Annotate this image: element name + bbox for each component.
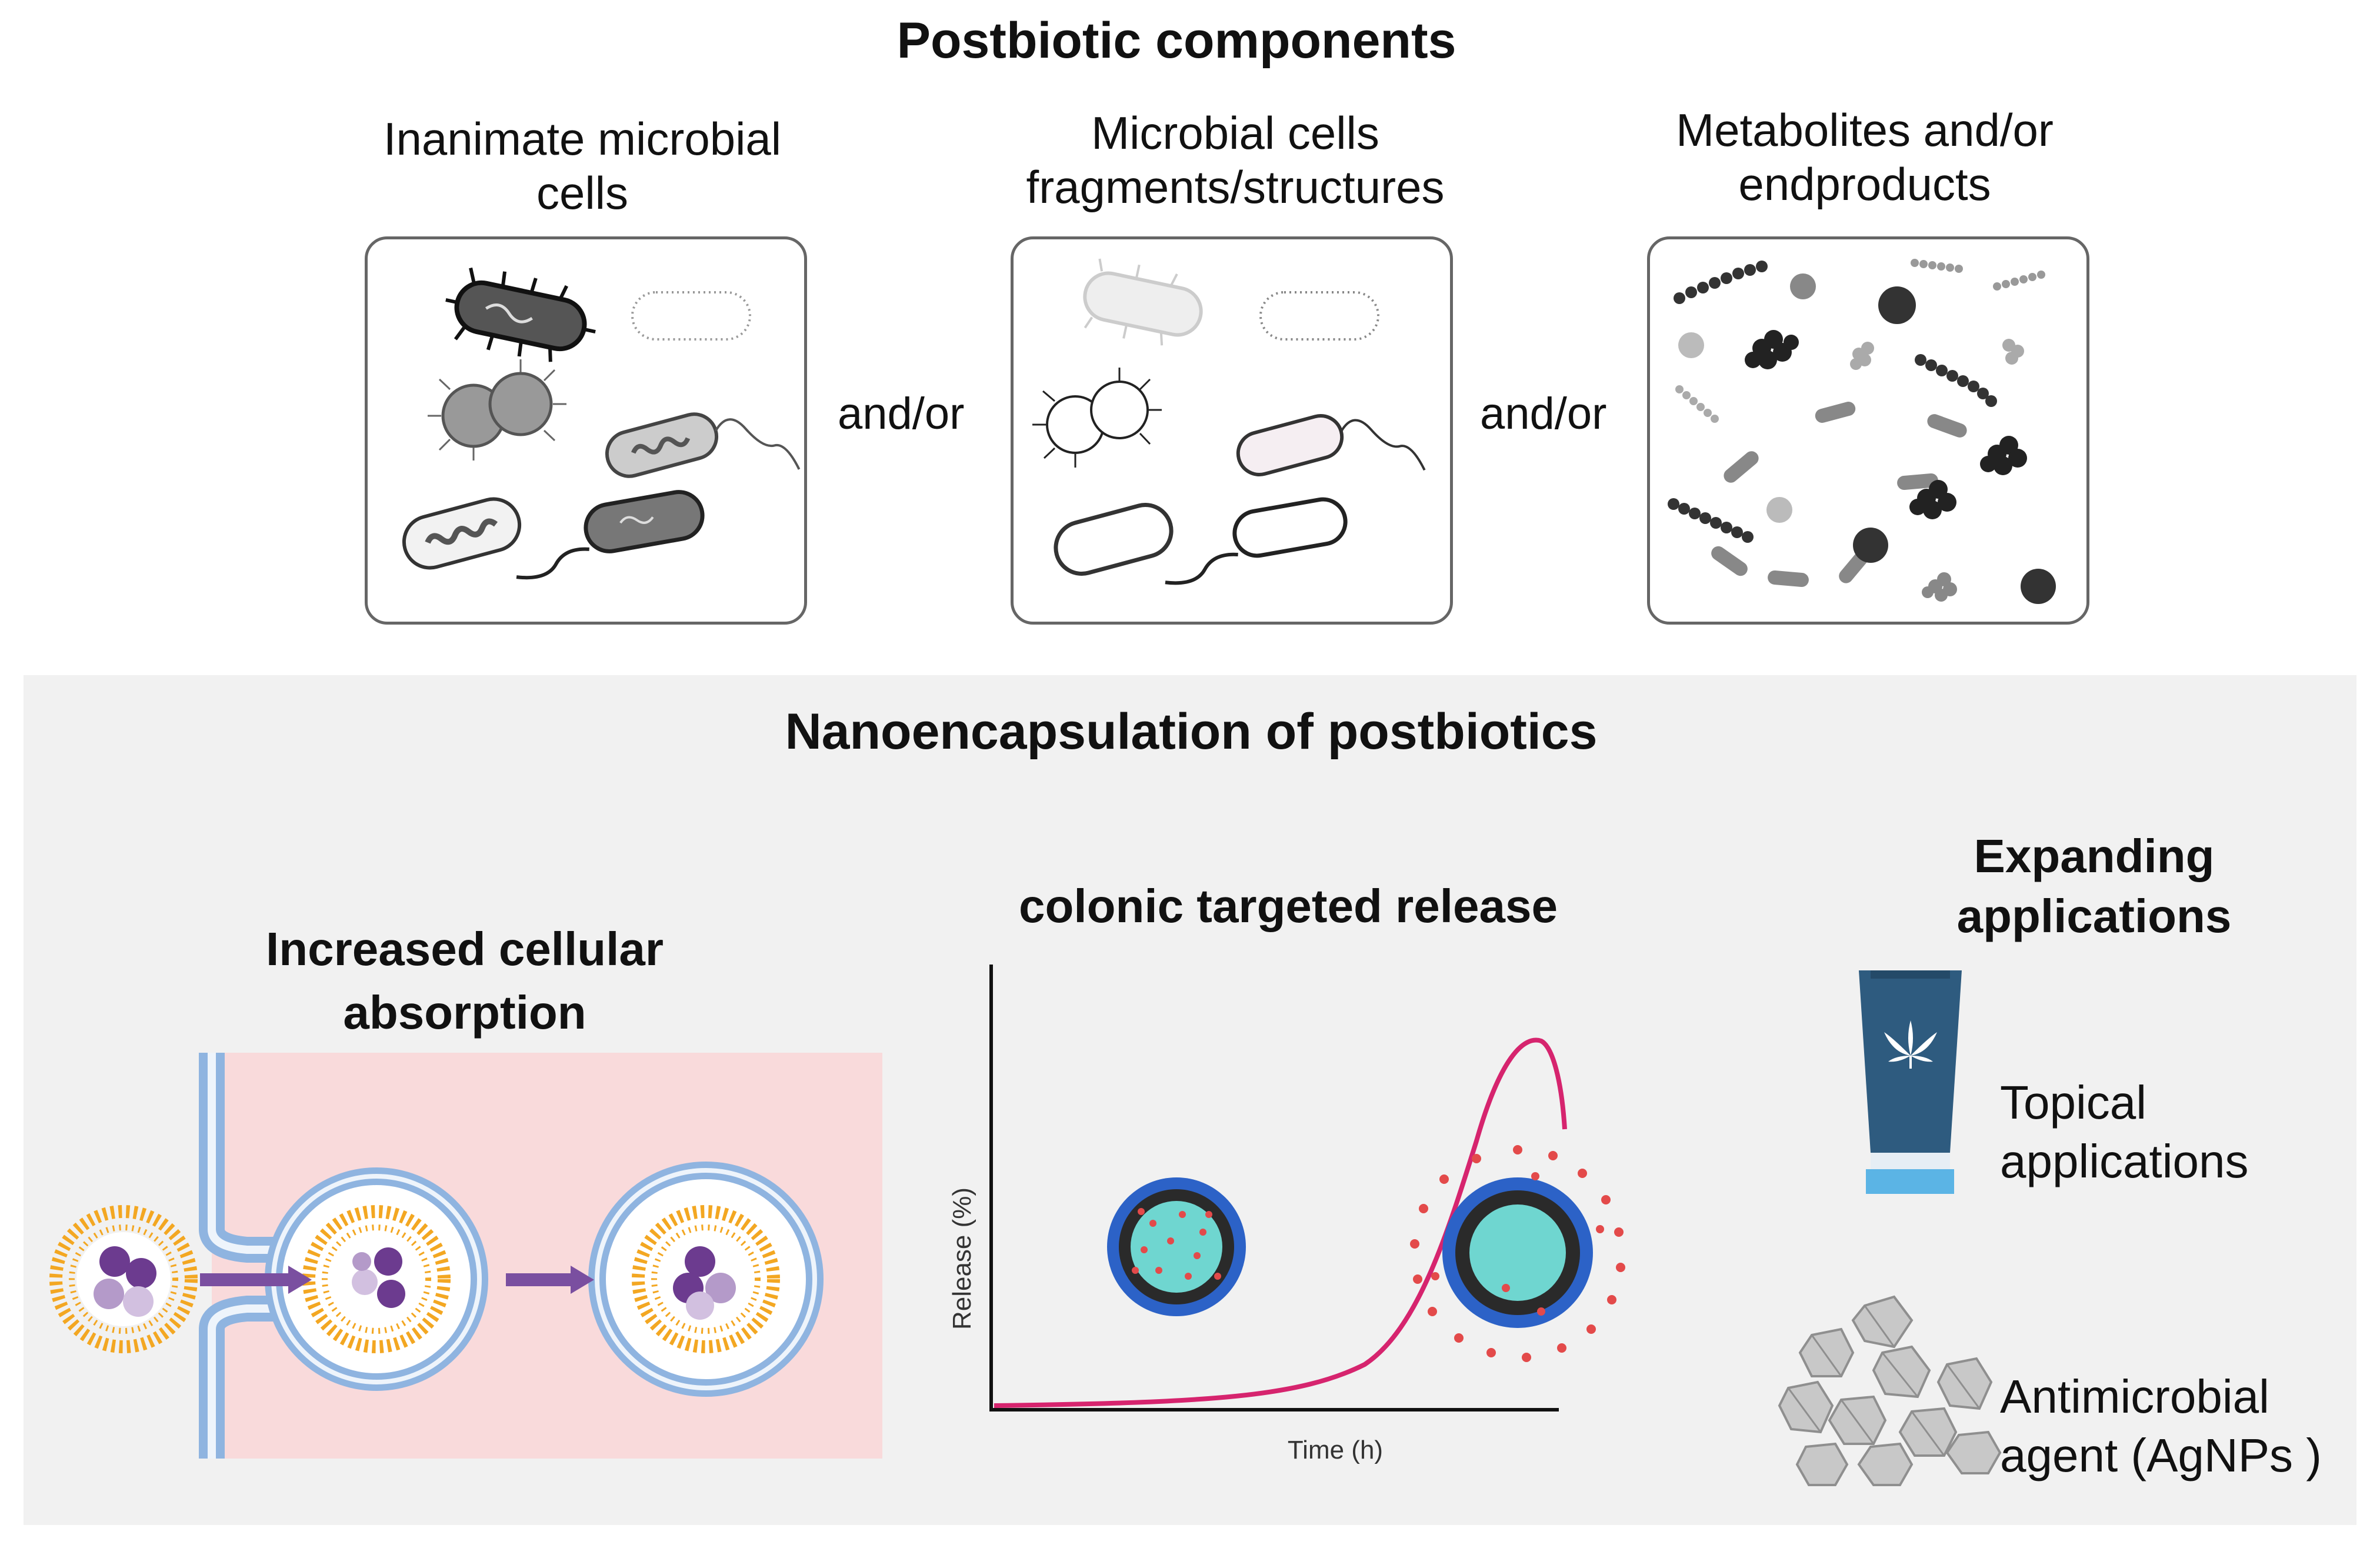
empty-flagellated-bacterium-icon <box>1236 414 1426 476</box>
flagellated-bacterium-icon <box>605 412 801 478</box>
capsule-bacterium-icon <box>402 497 522 570</box>
peptide-chain-3-icon <box>1668 498 1754 543</box>
category-label-cell-fragments: Microbial cells fragments/structures <box>1026 107 1445 213</box>
inanimate-cells-illustration <box>402 267 801 580</box>
uptake-arrow-1-icon <box>200 1266 312 1294</box>
empty-rod-with-tail-icon <box>1165 497 1348 585</box>
absorption-title: Increased cellular absorption <box>266 923 664 1039</box>
faded-rod-bacterium-icon <box>631 291 751 341</box>
faded-chain-icon <box>1911 259 2045 291</box>
release-curve <box>994 1037 1567 1408</box>
release-y-axis-label: Release (%) <box>948 1187 976 1330</box>
metabolites-illustration <box>1668 259 2056 604</box>
dark-rod-bacterium-icon <box>516 490 705 580</box>
molecule-sphere-dark-icon <box>1878 286 1916 324</box>
silver-nanoparticles-icon <box>1778 1295 2002 1486</box>
and-or-connector-2: and/or <box>1480 389 1607 439</box>
and-or-connector-1: and/or <box>838 389 965 439</box>
protein-cluster-2-icon <box>1909 436 2027 519</box>
light-protein-cluster-2-icon <box>1922 572 1957 602</box>
peptide-chain-icon <box>1674 261 1768 304</box>
uptake-arrow-2-icon <box>506 1266 594 1294</box>
release-chart: Release (%) Time (h) <box>948 965 1625 1464</box>
cell-fragments-panel <box>1011 236 1453 625</box>
liposome-internalized <box>638 1212 774 1347</box>
inanimate-cells-panel <box>365 236 807 625</box>
postbiotic-components-title: Postbiotic components <box>896 12 1456 69</box>
empty-capsule-icon <box>1054 503 1174 576</box>
light-protein-cluster-icon <box>1850 339 2024 370</box>
category-label-inanimate-cells: Inanimate microbial cells <box>383 113 782 219</box>
molecule-sphere-light-icon <box>1678 332 1704 358</box>
cell-fragments-illustration <box>1032 258 1426 585</box>
spiky-rod-bacterium-icon <box>445 267 596 362</box>
diplococcus-icon <box>428 359 566 461</box>
rod-molecules-icon <box>1711 402 1967 588</box>
antimicrobial-agent-label: Antimicrobial agent (AgNPs ) <box>2000 1370 2322 1481</box>
release-title: colonic targeted release <box>1019 880 1558 932</box>
applications-title: Expanding applications <box>1956 830 2232 942</box>
liposome-internalizing <box>309 1212 444 1347</box>
intact-nanocapsule-icon <box>1107 1177 1246 1316</box>
metabolites-panel <box>1647 236 2089 625</box>
molecule-sphere-dark-2-icon <box>2021 569 2056 604</box>
molecule-sphere-icon <box>1790 273 1816 299</box>
releasing-nanocapsule-icon <box>1410 1145 1625 1362</box>
light-chain-icon <box>1675 385 1719 423</box>
nanoencapsulation-title: Nanoencapsulation of postbiotics <box>785 703 1598 760</box>
peptide-chain-dark-icon <box>1915 354 1997 407</box>
liposome-outside <box>56 1212 191 1347</box>
lotion-tube-icon <box>1859 970 1962 1194</box>
lollipop-molecule-icon <box>1839 528 1888 583</box>
molecule-sphere-light-2-icon <box>1766 497 1792 523</box>
empty-diplococcus-icon <box>1032 368 1162 468</box>
pale-rod-bacterium-icon <box>1083 258 1203 346</box>
topical-applications-label: Topical applications <box>2000 1076 2249 1187</box>
dotted-rod-fragment-icon <box>1259 291 1379 341</box>
release-x-axis-label: Time (h) <box>1288 1436 1383 1464</box>
protein-cluster-icon <box>1745 330 1799 369</box>
cellular-absorption-illustration <box>35 1053 882 1459</box>
category-label-metabolites: Metabolites and/or endproducts <box>1676 104 2054 210</box>
